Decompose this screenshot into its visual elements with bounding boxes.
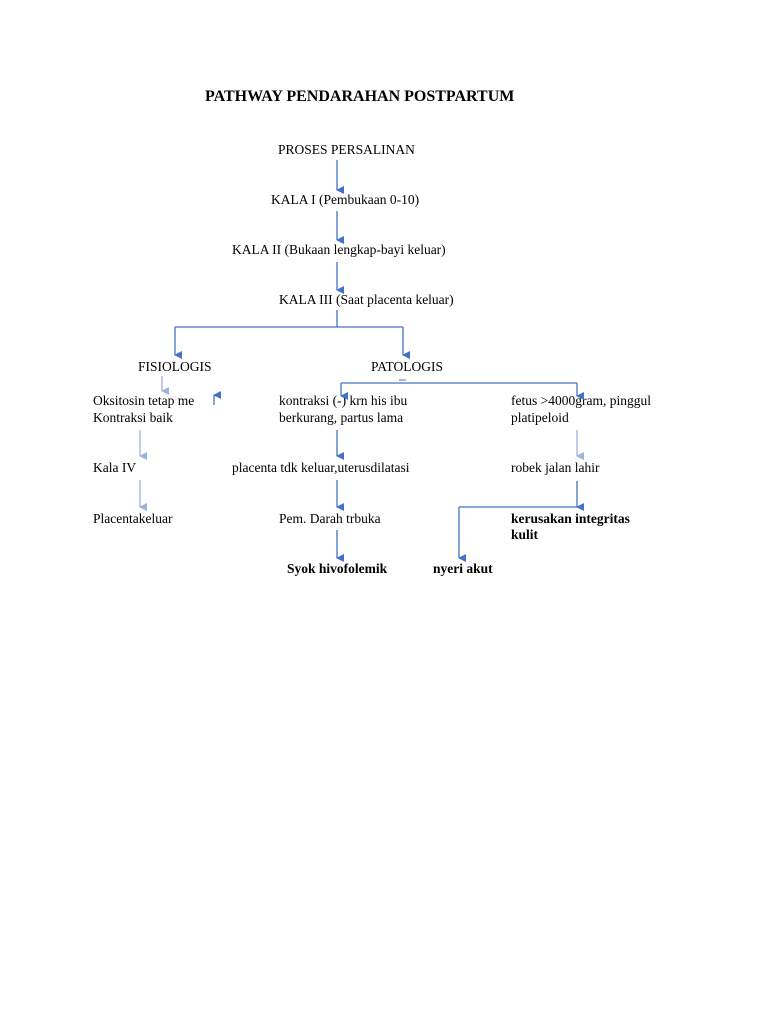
node-kerusakan-line2: kulit bbox=[511, 527, 539, 542]
node-kala-4: Kala IV bbox=[93, 460, 137, 475]
node-proses-persalinan: PROSES PERSALINAN bbox=[278, 142, 415, 157]
node-nyeri-akut: nyeri akut bbox=[433, 561, 493, 576]
node-syok-hivofolemik: Syok hivofolemik bbox=[287, 561, 388, 576]
diagram-title: PATHWAY PENDARAHAN POSTPARTUM bbox=[205, 88, 515, 105]
node-oksitosin: Oksitosin tetap me bbox=[93, 393, 195, 408]
node-kala-2: KALA II (Bukaan lengkap-bayi keluar) bbox=[232, 242, 446, 257]
node-kala-3: KALA III (Saat placenta keluar) bbox=[279, 292, 454, 307]
node-robek-jalan-lahir: robek jalan lahir bbox=[511, 460, 600, 475]
node-fetus-line2: platipeloid bbox=[511, 410, 569, 425]
node-kontraksi-line1: kontraksi (-) krn his ibu bbox=[279, 393, 408, 408]
node-fetus-line1: fetus >4000gram, pinggul bbox=[511, 393, 651, 408]
node-kontraksi-line2: berkurang, partus lama bbox=[279, 410, 404, 425]
node-patologis: PATOLOGIS bbox=[371, 359, 444, 374]
node-placenta-keluar: Placentakeluar bbox=[93, 511, 173, 526]
node-kerusakan-line1: kerusakan integritas bbox=[511, 511, 630, 526]
node-placenta-tdk-keluar: placenta tdk keluar,uterusdilatasi bbox=[232, 460, 410, 475]
node-pem-darah: Pem. Darah trbuka bbox=[279, 511, 381, 526]
node-kontraksi-baik: Kontraksi baik bbox=[93, 410, 173, 425]
node-kala-1: KALA I (Pembukaan 0-10) bbox=[271, 192, 420, 207]
node-fisiologis: FISIOLOGIS bbox=[138, 359, 212, 374]
